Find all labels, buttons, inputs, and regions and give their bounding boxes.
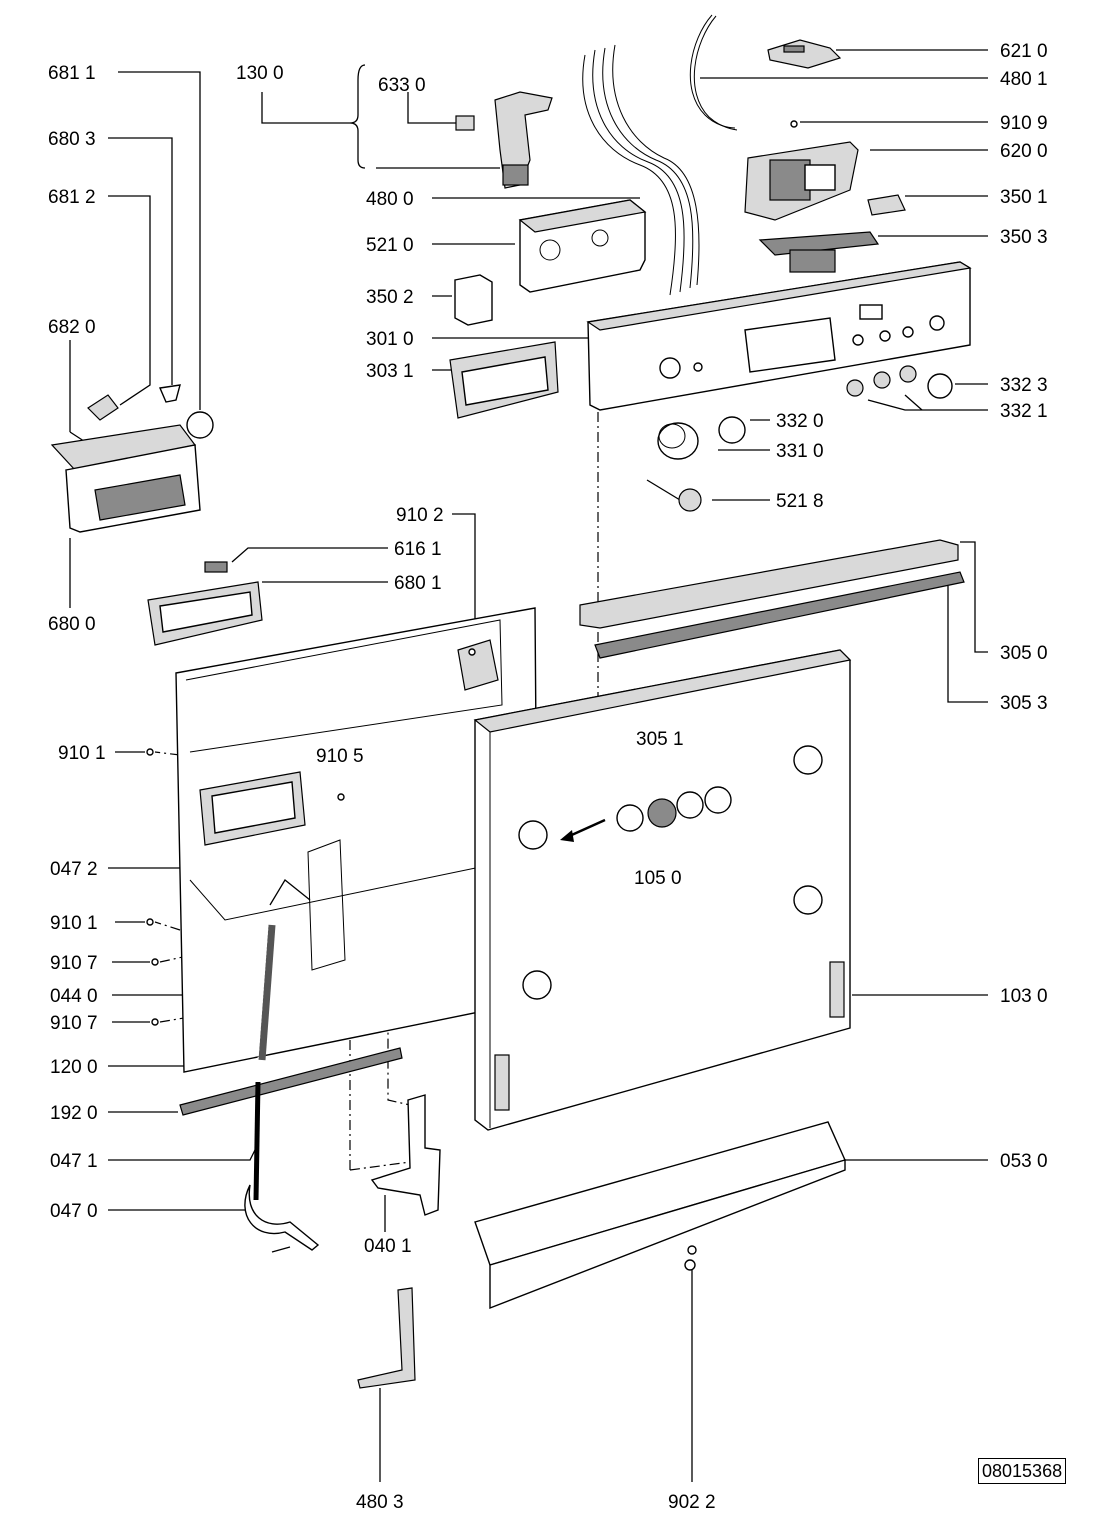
part-305-0-rail	[579, 539, 959, 629]
callout-303-1: 303 1	[366, 361, 414, 382]
callout-682-0: 682 0	[48, 317, 96, 338]
callout-621-0: 621 0	[1000, 41, 1048, 62]
part-620-0-bracket	[744, 141, 859, 221]
part-680-3	[158, 384, 181, 403]
callout-480-1: 480 1	[1000, 69, 1048, 90]
callout-305-3: 305 3	[1000, 693, 1048, 714]
part-305-3-strip	[594, 571, 965, 659]
callout-047-2: 047 2	[50, 859, 98, 880]
part-521-8-sensor	[646, 479, 702, 512]
part-616-1	[204, 561, 228, 573]
part-680-0-dispenser	[50, 424, 201, 533]
part-621-0-board	[767, 39, 842, 69]
callout-680-3: 680 3	[48, 129, 96, 150]
callout-902-2: 902 2	[668, 1492, 716, 1513]
callout-332-0: 332 0	[776, 411, 824, 432]
callout-053-0: 053 0	[1000, 1151, 1048, 1172]
callout-480-3: 480 3	[356, 1492, 404, 1513]
part-680-1-seal	[147, 581, 263, 646]
part-044-0-spring	[257, 924, 276, 1061]
callout-910-9: 910 9	[1000, 113, 1048, 134]
callout-047-0: 047 0	[50, 1201, 98, 1222]
callout-105-0: 105 0	[634, 868, 682, 889]
callout-680-0: 680 0	[48, 614, 96, 635]
callout-130-0: 130 0	[236, 63, 284, 84]
callout-480-0: 480 0	[366, 189, 414, 210]
part-047-0-hinge	[244, 1184, 320, 1253]
callout-910-1-mid: 910 1	[50, 913, 98, 934]
callout-047-1: 047 1	[50, 1151, 98, 1172]
callout-labels: 681 1 130 0 633 0 680 3 681 2 480 0 521 …	[48, 41, 1048, 1513]
part-192-0-strip	[179, 1047, 403, 1116]
part-681-1	[186, 411, 214, 439]
part-047-2-link	[269, 879, 311, 906]
part-633-0-switch	[455, 115, 475, 131]
callout-910-1-top: 910 1	[58, 743, 106, 764]
part-350-3	[758, 231, 880, 273]
part-910-9-screw	[790, 120, 798, 128]
callout-332-1: 332 1	[1000, 401, 1048, 422]
reference-code: 08015368	[978, 1458, 1067, 1484]
callout-192-0: 192 0	[50, 1103, 98, 1124]
part-350-1	[867, 194, 906, 216]
part-047-1-rod	[253, 1081, 261, 1201]
part-103-0-outer-door	[473, 649, 852, 1131]
part-332-0-knob	[718, 416, 746, 444]
callout-350-2: 350 2	[366, 287, 414, 308]
callout-305-0: 305 0	[1000, 643, 1048, 664]
callout-350-3: 350 3	[1000, 227, 1048, 248]
callout-301-0: 301 0	[366, 329, 414, 350]
callout-521-0: 521 0	[366, 235, 414, 256]
part-332-1-knobs	[846, 365, 917, 397]
callout-332-3: 332 3	[1000, 375, 1048, 396]
part-681-2	[87, 394, 119, 421]
callout-305-1: 305 1	[636, 729, 684, 750]
callout-681-2: 681 2	[48, 187, 96, 208]
callout-620-0: 620 0	[1000, 141, 1048, 162]
callout-633-0: 633 0	[378, 75, 426, 96]
callout-040-1: 040 1	[364, 1236, 412, 1257]
callout-331-0: 331 0	[776, 441, 824, 462]
part-040-1-bracket	[370, 1094, 441, 1216]
callout-910-5: 910 5	[316, 746, 364, 767]
part-301-0-control-panel	[586, 261, 972, 411]
part-303-1-handle	[449, 341, 559, 419]
part-480-3-bracket	[357, 1287, 416, 1389]
callout-350-1: 350 1	[1000, 187, 1048, 208]
part-332-3-knob	[927, 373, 953, 399]
callout-120-0: 120 0	[50, 1057, 98, 1078]
part-331-0-knob	[657, 422, 699, 460]
screws-910	[146, 648, 476, 1026]
callout-521-8: 521 8	[776, 491, 824, 512]
callout-616-1: 616 1	[394, 539, 442, 560]
part-480-0-cable	[582, 44, 700, 296]
part-480-1-cable	[689, 14, 738, 131]
callout-103-0: 103 0	[1000, 986, 1048, 1007]
part-053-0-kickplate	[474, 1121, 846, 1310]
part-350-2	[454, 274, 493, 326]
callout-680-1: 680 1	[394, 573, 442, 594]
part-130-0-door-lock	[494, 91, 553, 189]
callout-910-2: 910 2	[396, 505, 444, 526]
callout-681-1: 681 1	[48, 63, 96, 84]
callout-910-7-a: 910 7	[50, 953, 98, 974]
part-521-0-control-module	[518, 199, 647, 293]
callout-044-0: 044 0	[50, 986, 98, 1007]
callout-910-7-b: 910 7	[50, 1013, 98, 1034]
